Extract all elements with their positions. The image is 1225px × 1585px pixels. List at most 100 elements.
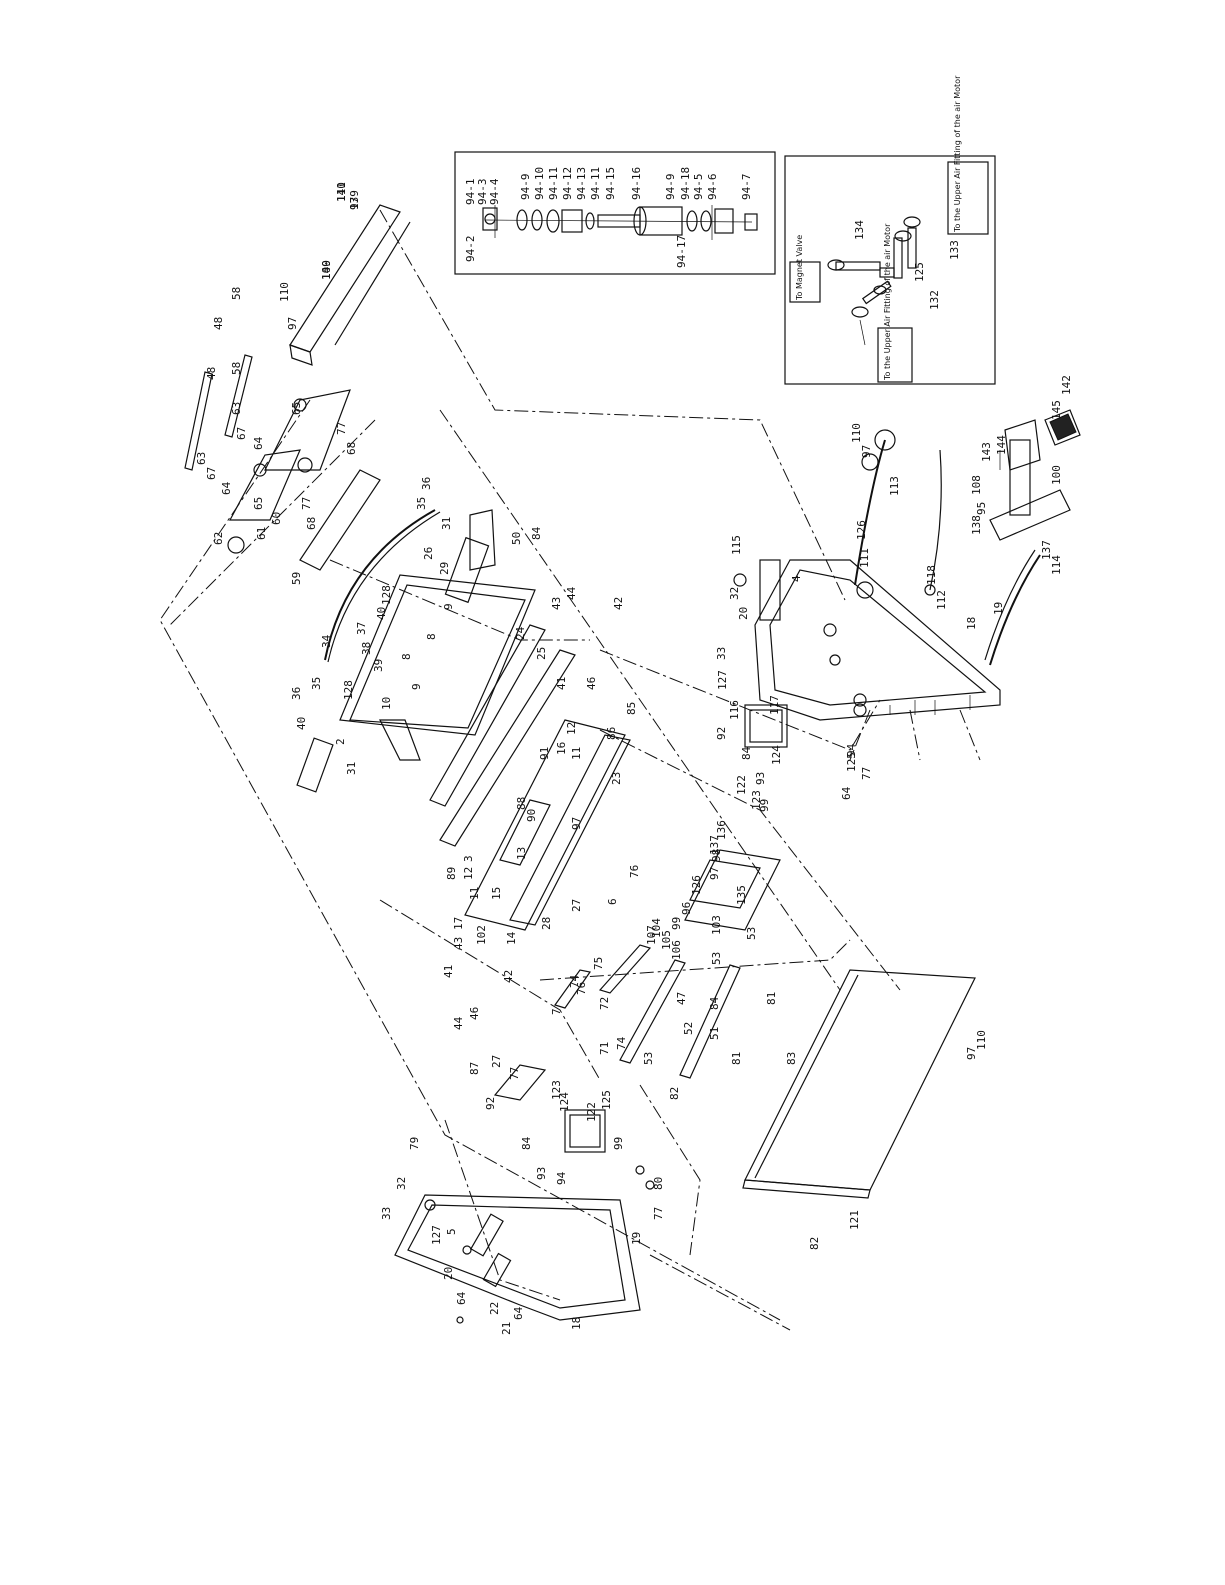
callout-label: 75 — [592, 957, 605, 970]
callout-label: 65 — [290, 402, 303, 415]
callout-label: 41 — [442, 965, 455, 978]
callout-label: 110 — [278, 282, 291, 302]
callout-label: 122 — [585, 1102, 598, 1122]
note-magnet-valve: To Magnet Valve — [795, 235, 804, 301]
callout-label: 59 — [290, 572, 303, 585]
callout-label: 93 — [754, 772, 767, 785]
callout-label: 74 — [568, 974, 581, 988]
callout-label: 17 — [452, 917, 465, 930]
callout-label: 36 — [290, 687, 303, 700]
callout-label: 82 — [668, 1087, 681, 1100]
callout-label: 125 — [913, 262, 926, 282]
callout-label: 96 — [680, 902, 693, 915]
callout-label: 58 — [230, 287, 243, 300]
callout-label: 109 — [320, 260, 333, 280]
inset-air-frame — [784, 155, 996, 385]
callout-label: 133 — [948, 240, 961, 260]
callout-label: 97 — [286, 317, 299, 330]
callout-label: 31 — [440, 517, 453, 530]
callout-label: 4 — [790, 575, 803, 582]
callout-label: 110 — [335, 182, 348, 202]
callout-label: 116 — [728, 700, 741, 720]
inset-cylinder: 94-1 94-2 94-3 94-4 94-9 94-10 94-11 94-… — [454, 151, 776, 275]
callout-label: 97 — [348, 197, 361, 210]
callout-label: 77 — [652, 1207, 665, 1220]
callout-label: 94-13 — [575, 167, 588, 200]
callout-label: 144 — [995, 435, 1008, 455]
callout-label: 137 — [708, 835, 721, 855]
callout-label: 94-11 — [589, 167, 602, 200]
callout-label: 99 — [612, 1137, 625, 1150]
callout-label: 125 — [845, 752, 858, 772]
callout-label: 64 — [220, 481, 233, 495]
callout-label: 94 — [555, 1171, 568, 1185]
callout-label: 105 — [660, 930, 673, 950]
callout-label: 94-3 — [476, 179, 489, 206]
callout-label: 23 — [610, 772, 623, 785]
callout-label: 18 — [965, 617, 978, 630]
callout-label: 12 — [565, 722, 578, 735]
callout-label: 128 — [342, 680, 355, 700]
callout-label: 61 — [255, 527, 268, 540]
callout-label: 28 — [540, 917, 553, 930]
callout-label: 20 — [442, 1267, 455, 1280]
callout-label: 98 — [710, 849, 723, 862]
callout-label: 94-4 — [488, 178, 501, 205]
callout-label: 94-9 — [519, 174, 532, 201]
callout-label: 53 — [642, 1052, 655, 1065]
callout-label: 86 — [605, 727, 618, 740]
callout-label: 94-6 — [706, 174, 719, 201]
callout-label: 123 — [550, 1080, 563, 1100]
callout-label: 11 — [570, 747, 583, 760]
callout-label: 94-5 — [692, 174, 705, 201]
callout-label: 72 — [598, 997, 611, 1010]
callout-label: 103 — [710, 915, 723, 935]
callout-label: 64 — [840, 786, 853, 800]
callout-label: 90 — [525, 809, 538, 822]
callout-label: 83 — [785, 1052, 798, 1065]
callout-label: 37 — [355, 622, 368, 635]
callout-label: 15 — [490, 887, 503, 900]
callout-label: 137 — [1040, 540, 1053, 560]
callout-label: 94-15 — [604, 167, 617, 200]
callout-label: 94-1 — [464, 179, 477, 206]
callout-label: 107 — [645, 925, 658, 945]
callout-label: 125 — [600, 1090, 613, 1110]
callout-label: 62 — [212, 532, 225, 545]
callout-label: 111 — [858, 548, 871, 568]
callout-label: 139 — [348, 190, 361, 210]
callout-label: 138 — [970, 515, 983, 535]
callout-label: 40 — [295, 717, 308, 730]
callout-label: 64 — [512, 1306, 525, 1320]
callout-label: 76 — [628, 865, 641, 878]
callout-label: 63 — [230, 402, 243, 415]
callout-label: 35 — [310, 677, 323, 690]
callout-label: 136 — [715, 820, 728, 840]
callout-label: 126 — [855, 520, 868, 540]
callout-label: 140 — [320, 260, 333, 280]
callout-label: 52 — [682, 1022, 695, 1035]
callout-label: 5 — [445, 1228, 458, 1235]
callout-label: 110 — [850, 423, 863, 443]
callout-label: 46 — [585, 677, 598, 690]
callout-label: 64 — [455, 1291, 468, 1305]
callout-label: 33 — [380, 1207, 393, 1220]
callout-label: 26 — [422, 547, 435, 560]
callout-label: 87 — [468, 1062, 481, 1075]
callout-label: 82 — [808, 1237, 821, 1250]
callout-label: 94-11 — [547, 167, 560, 200]
callout-label: 99 — [758, 799, 771, 812]
callout-label: 81 — [730, 1052, 743, 1065]
callout-label: 6 — [606, 898, 619, 905]
callout-label: 123 — [750, 790, 763, 810]
callout-label: 97 — [860, 445, 873, 458]
callout-label: 145 — [1050, 400, 1063, 420]
callout-label: 114 — [1050, 555, 1063, 575]
callout-label: 29 — [438, 562, 451, 575]
callout-label: 118 — [925, 565, 938, 585]
callout-label: 128 — [380, 585, 393, 605]
callout-label: 64 — [252, 436, 265, 450]
main-parts — [184, 204, 1081, 1324]
callout-label: 11 — [468, 887, 481, 900]
